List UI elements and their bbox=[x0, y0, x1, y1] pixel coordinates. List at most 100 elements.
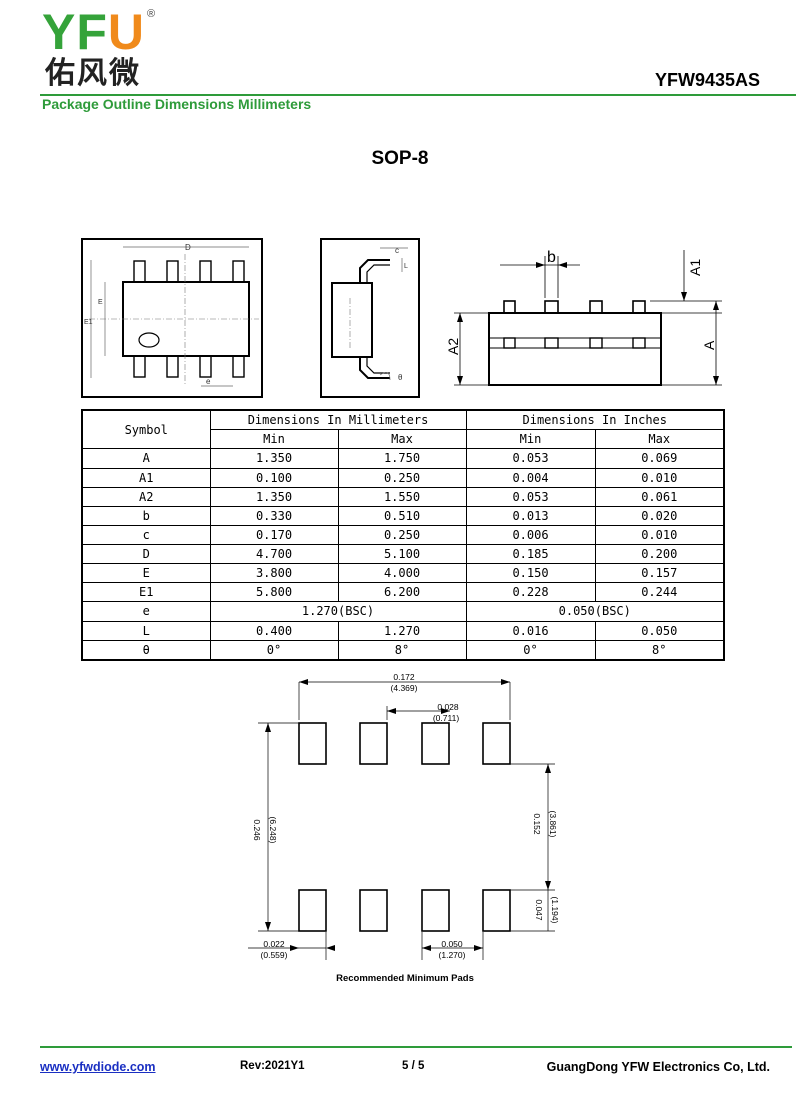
row-in-min: 0.016 bbox=[465, 620, 596, 641]
row-mm-min: 0.100 bbox=[209, 467, 339, 488]
pads-overall-mm: (4.369) bbox=[391, 683, 418, 693]
pads-width-in: 0.022 bbox=[263, 939, 285, 949]
header-symbol: Symbol bbox=[81, 409, 211, 450]
row-mm-min: 4.700 bbox=[209, 544, 339, 565]
row-symbol: E bbox=[81, 563, 211, 584]
side-view-c-label: c bbox=[395, 246, 399, 255]
row-mm-min: 0° bbox=[209, 639, 339, 661]
row-mm-max: 4.000 bbox=[337, 563, 467, 584]
side-view-theta-label: θ bbox=[398, 373, 403, 382]
top-view-d-label: D bbox=[185, 243, 191, 252]
pads-length-mm: (1.194) bbox=[550, 897, 560, 924]
table-row: A2 1.350 1.550 0.053 0.061 bbox=[81, 486, 725, 507]
header-mm-max: Max bbox=[337, 429, 467, 450]
row-in-max: 0.061 bbox=[594, 486, 725, 507]
front-view-a1-label: A1 bbox=[687, 259, 703, 276]
row-mm-min: 3.800 bbox=[209, 563, 339, 584]
table-row: L 0.400 1.270 0.016 0.050 bbox=[81, 620, 725, 641]
row-in-min: 0.053 bbox=[465, 448, 596, 469]
row-in-max: 0.010 bbox=[594, 524, 725, 546]
row-mm-min: 0.330 bbox=[209, 505, 339, 526]
row-symbol: θ bbox=[81, 639, 211, 661]
row-in-max: 8° bbox=[594, 639, 725, 661]
header-inches: Dimensions In Inches bbox=[465, 409, 725, 431]
table-row: A1 0.100 0.250 0.004 0.010 bbox=[81, 467, 725, 488]
row-symbol: A bbox=[81, 448, 211, 469]
table-row: D 4.700 5.100 0.185 0.200 bbox=[81, 544, 725, 565]
row-in-max: 0.050 bbox=[594, 620, 725, 641]
logo: YFU bbox=[42, 6, 145, 58]
table-row: E 3.800 4.000 0.150 0.157 bbox=[81, 563, 725, 584]
company-name: GuangDong YFW Electronics Co, Ltd. bbox=[546, 1060, 770, 1074]
row-symbol: e bbox=[81, 601, 211, 622]
row-mm-max: 1.550 bbox=[337, 486, 467, 507]
row-in-min: 0.185 bbox=[465, 544, 596, 565]
pads-height-in: 0.246 bbox=[252, 819, 262, 841]
website-link[interactable]: www.yfwdiode.com bbox=[40, 1060, 156, 1074]
footer-divider bbox=[40, 1046, 792, 1048]
row-symbol: D bbox=[81, 544, 211, 565]
dimensions-table: Symbol Dimensions In Millimeters Dimensi… bbox=[81, 409, 725, 661]
row-mm-max: 1.750 bbox=[337, 448, 467, 469]
row-symbol: A2 bbox=[81, 486, 211, 507]
row-in-max: 0.010 bbox=[594, 467, 725, 488]
row-in-min: 0.013 bbox=[465, 505, 596, 526]
row-mm-max: 6.200 bbox=[337, 582, 467, 603]
pads-gap-in: 0.028 bbox=[437, 702, 459, 712]
table-row: b 0.330 0.510 0.013 0.020 bbox=[81, 505, 725, 526]
page-number: 5 / 5 bbox=[402, 1060, 425, 1072]
row-in-min: 0.150 bbox=[465, 563, 596, 584]
section-title: Package Outline Dimensions Millimeters bbox=[42, 96, 312, 112]
row-symbol: A1 bbox=[81, 467, 211, 488]
table-row: c 0.170 0.250 0.006 0.010 bbox=[81, 524, 725, 546]
row-in-min: 0.004 bbox=[465, 467, 596, 488]
row-in-min: 0° bbox=[465, 639, 596, 661]
table-row: A 1.350 1.750 0.053 0.069 bbox=[81, 448, 725, 469]
row-in-max: 0.069 bbox=[594, 448, 725, 469]
pads-overall-in: 0.172 bbox=[393, 672, 415, 682]
row-mm-bsc: 1.270(BSC) bbox=[209, 601, 467, 622]
table-row: e 1.270(BSC) 0.050(BSC) bbox=[81, 601, 725, 622]
row-mm-min: 5.800 bbox=[209, 582, 339, 603]
table-row: E1 5.800 6.200 0.228 0.244 bbox=[81, 582, 725, 603]
pads-height-mm: (6.248) bbox=[268, 817, 278, 844]
pads-gap-mm: (0.711) bbox=[433, 713, 459, 723]
row-in-min: 0.053 bbox=[465, 486, 596, 507]
row-in-max: 0.157 bbox=[594, 563, 725, 584]
pads-width-mm: (0.559) bbox=[261, 950, 288, 960]
row-mm-max: 0.510 bbox=[337, 505, 467, 526]
header-in-max: Max bbox=[594, 429, 725, 450]
top-view-e-label: E bbox=[98, 299, 103, 306]
row-mm-max: 5.100 bbox=[337, 544, 467, 565]
logo-letters: YF bbox=[42, 4, 108, 60]
row-in-min: 0.006 bbox=[465, 524, 596, 546]
row-mm-min: 0.400 bbox=[209, 620, 339, 641]
row-mm-max: 0.250 bbox=[337, 467, 467, 488]
header-mm-min: Min bbox=[209, 429, 339, 450]
registered-mark: ® bbox=[147, 8, 156, 20]
row-mm-max: 0.250 bbox=[337, 524, 467, 546]
row-in-bsc: 0.050(BSC) bbox=[465, 601, 725, 622]
logo-chinese-name: 佑风微 bbox=[45, 56, 141, 91]
row-in-max: 0.200 bbox=[594, 544, 725, 565]
header-in-min: Min bbox=[465, 429, 596, 450]
row-in-min: 0.228 bbox=[465, 582, 596, 603]
front-view-b-label: b bbox=[547, 249, 556, 266]
row-symbol: b bbox=[81, 505, 211, 526]
top-view-pitch-label: e bbox=[206, 377, 211, 386]
top-view-drawing: D E1 E e bbox=[81, 238, 263, 398]
pads-pitch-mm: (1.270) bbox=[439, 950, 466, 960]
row-symbol: c bbox=[81, 524, 211, 546]
row-symbol: L bbox=[81, 620, 211, 641]
pads-caption: Recommended Minimum Pads bbox=[336, 973, 474, 984]
package-title: SOP-8 bbox=[371, 148, 429, 169]
row-in-max: 0.244 bbox=[594, 582, 725, 603]
pads-length-in: 0.047 bbox=[534, 899, 544, 921]
pads-inner-in: 0.152 bbox=[532, 813, 542, 835]
header-mm: Dimensions In Millimeters bbox=[209, 409, 467, 431]
top-view-e1-label: E1 bbox=[84, 319, 93, 326]
header-divider bbox=[40, 94, 796, 96]
front-view-drawing: b A1 A A2 bbox=[445, 249, 722, 386]
row-symbol: E1 bbox=[81, 582, 211, 603]
row-in-max: 0.020 bbox=[594, 505, 725, 526]
